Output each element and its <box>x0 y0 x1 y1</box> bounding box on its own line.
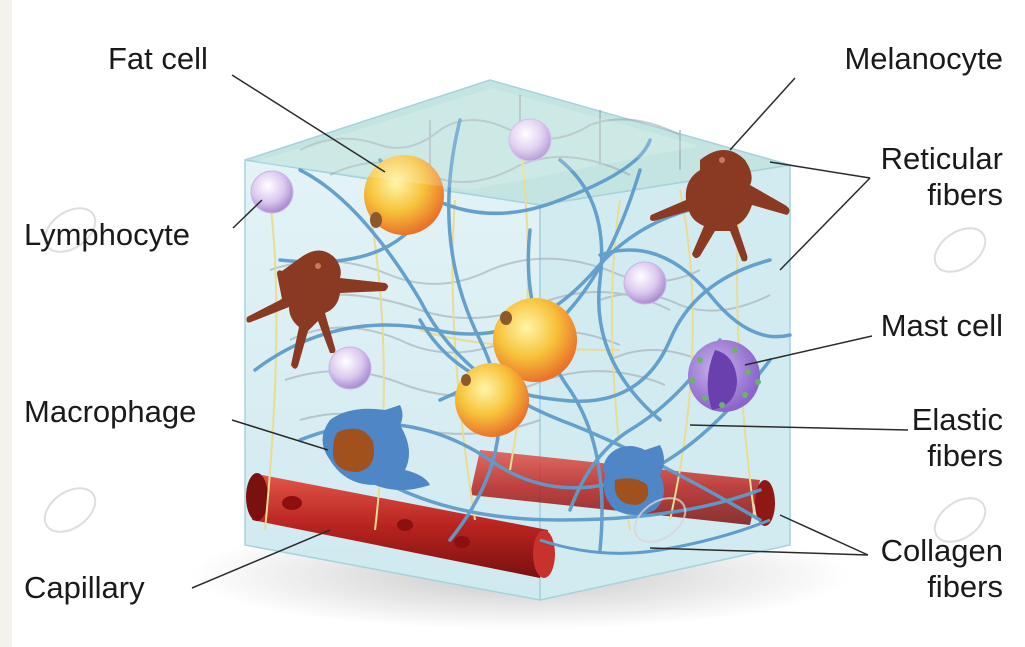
label-lymphocyte: Lymphocyte <box>24 220 190 250</box>
macrophage-cell-2 <box>604 445 664 515</box>
connective-tissue-illustration <box>12 0 1025 647</box>
label-elastic-line1: Elastic <box>912 405 1003 435</box>
label-melanocyte: Melanocyte <box>844 44 1003 74</box>
label-collagen-line2: fibers <box>927 572 1003 602</box>
leader-reticular-2 <box>780 178 870 270</box>
label-capillary: Capillary <box>24 573 145 603</box>
label-mast-cell: Mast cell <box>881 311 1003 341</box>
label-fat-cell: Fat cell <box>108 44 208 74</box>
label-reticular-line1: Reticular <box>881 144 1003 174</box>
label-reticular-line2: fibers <box>927 180 1003 210</box>
label-collagen-line1: Collagen <box>881 536 1003 566</box>
label-macrophage: Macrophage <box>24 397 196 427</box>
label-elastic-line2: fibers <box>927 441 1003 471</box>
diagram-frame: Fat cell Lymphocyte Macrophage Capillary… <box>12 0 1025 647</box>
leader-melanocyte <box>730 78 795 150</box>
